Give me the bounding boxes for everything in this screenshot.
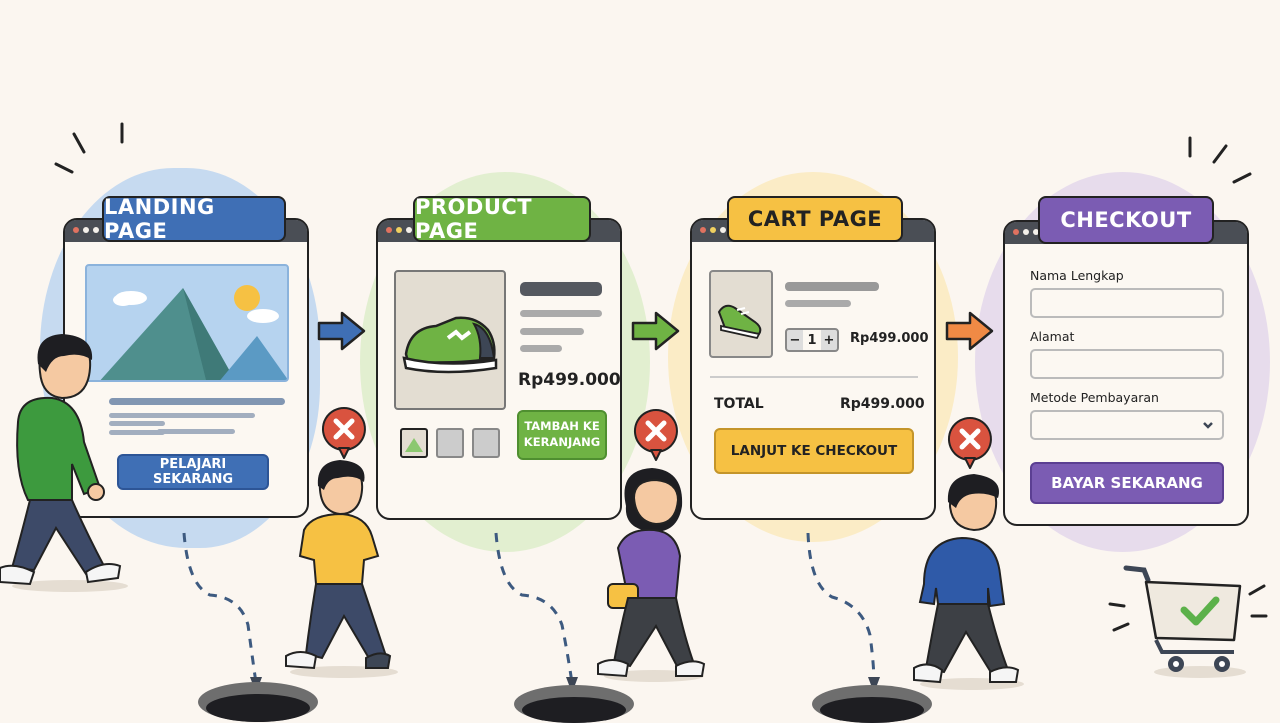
dropoff-path-icon [806,532,880,693]
text-line [785,282,879,291]
sneaker-icon [717,304,762,340]
product-page-title: PRODUCT PAGE [413,195,591,243]
arrow-right-icon [631,311,680,351]
total-value: Rp499.000 [840,396,925,412]
thumbnail-2[interactable] [436,428,464,458]
text-line [157,429,235,434]
hole-icon [812,685,932,723]
arrow-right-icon [945,311,994,351]
text-line [520,328,584,335]
dropoff-path-icon [182,532,262,693]
thumbnail-3[interactable] [472,428,500,458]
dropoff-visitor-figure [285,460,398,678]
text-line [109,398,285,405]
address-input[interactable] [1030,349,1224,379]
product-name-line [520,282,602,296]
payment-method-label: Metode Pembayaran [1030,390,1159,405]
cart-page-window: − 1 + Rp499.000 TOTAL Rp499.000 LANJUT K… [690,218,936,520]
happy-visitor-figure [0,334,128,592]
dropoff-visitor-figure [597,468,706,682]
continue-to-checkout-button[interactable]: LANJUT KE CHECKOUT [714,428,914,474]
burst-lines-icon [1188,136,1252,184]
quantity-stepper[interactable]: − 1 + [785,328,839,352]
text-line [785,300,851,307]
chevron-down-icon [1203,422,1213,429]
total-label: TOTAL [714,396,764,412]
x-bubble-icon [633,409,678,461]
divider [710,376,918,378]
hero-image [85,264,289,382]
sneaker-icon [402,316,498,374]
pay-now-button[interactable]: BAYAR SEKARANG [1030,462,1224,504]
product-price: Rp499.000 [518,370,621,390]
mountain-landscape-icon [100,285,287,380]
button-label-line: KERANJANG [523,435,601,449]
full-name-input[interactable] [1030,288,1224,318]
add-to-cart-button[interactable]: TAMBAH KE KERANJANG [517,410,607,460]
qty-minus-button[interactable]: − [789,332,801,348]
cart-item-image [709,270,773,358]
product-image [394,270,506,410]
x-bubble-icon [321,407,366,459]
hole-icon [198,682,318,722]
full-name-label: Nama Lengkap [1030,268,1124,283]
checkout-window: Nama Lengkap Alamat Metode Pembayaran BA… [1003,220,1249,526]
product-page-window: Rp499.000 TAMBAH KE KERANJANG [376,218,622,520]
address-label: Alamat [1030,329,1075,344]
thumbnail-1[interactable] [400,428,428,458]
cart-page-title: CART PAGE [727,196,903,242]
checkout-title: CHECKOUT [1038,196,1214,244]
mountain-icon [405,438,423,452]
burst-lines-icon [54,122,124,174]
button-label-line: TAMBAH KE [524,419,600,434]
payment-method-select[interactable] [1030,410,1224,440]
qty-plus-button[interactable]: + [823,332,835,348]
cart-check-icon [1108,565,1268,678]
text-line [109,430,165,435]
x-bubble-icon [947,417,992,469]
arrow-right-icon [317,311,366,351]
hole-icon [514,685,634,723]
text-line [520,310,602,317]
cart-item-price: Rp499.000 [850,331,929,346]
landing-page-title: LANDING PAGE [102,195,286,243]
text-line [109,421,165,426]
dropoff-visitor-figure [913,474,1024,690]
learn-now-button[interactable]: PELAJARI SEKARANG [117,454,269,490]
text-line [520,345,562,352]
qty-value[interactable]: 1 [803,330,821,350]
dropoff-path-icon [494,532,578,693]
landing-page-window: PELAJARI SEKARANG [63,218,309,518]
text-line [109,413,255,418]
